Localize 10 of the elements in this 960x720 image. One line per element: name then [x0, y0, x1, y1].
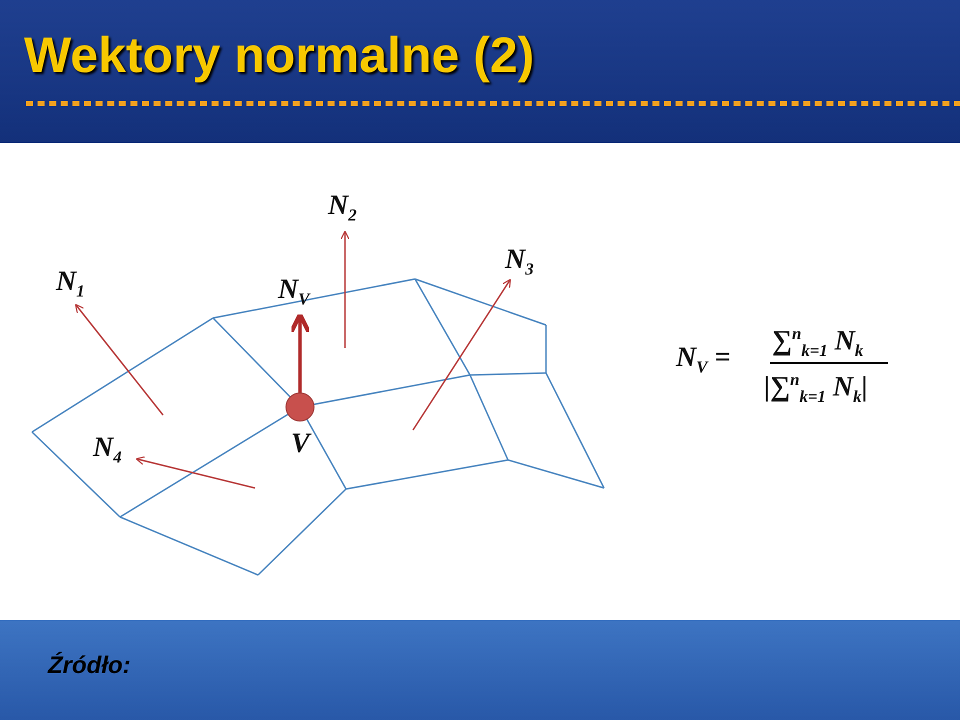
vector-label: N$_{4}$ — [93, 432, 122, 468]
vector-label: N$_{3}$ — [505, 244, 534, 280]
vector-label: N$_{1}$ — [56, 266, 85, 302]
vertex-label: V — [291, 428, 310, 460]
formula-text: |∑$^{n}$$_{k=1}$ N$_{k}$| — [764, 370, 868, 407]
vector-label: N$_{2}$ — [328, 190, 357, 226]
formula-text: N$_{V}$ = — [676, 342, 730, 378]
formula-text: ∑$^{n}$$_{k=1}$ N$_{k}$ — [772, 324, 864, 361]
source-label: Źródło: — [48, 652, 131, 680]
slide-title: Wektory normalne (2) — [24, 26, 534, 84]
